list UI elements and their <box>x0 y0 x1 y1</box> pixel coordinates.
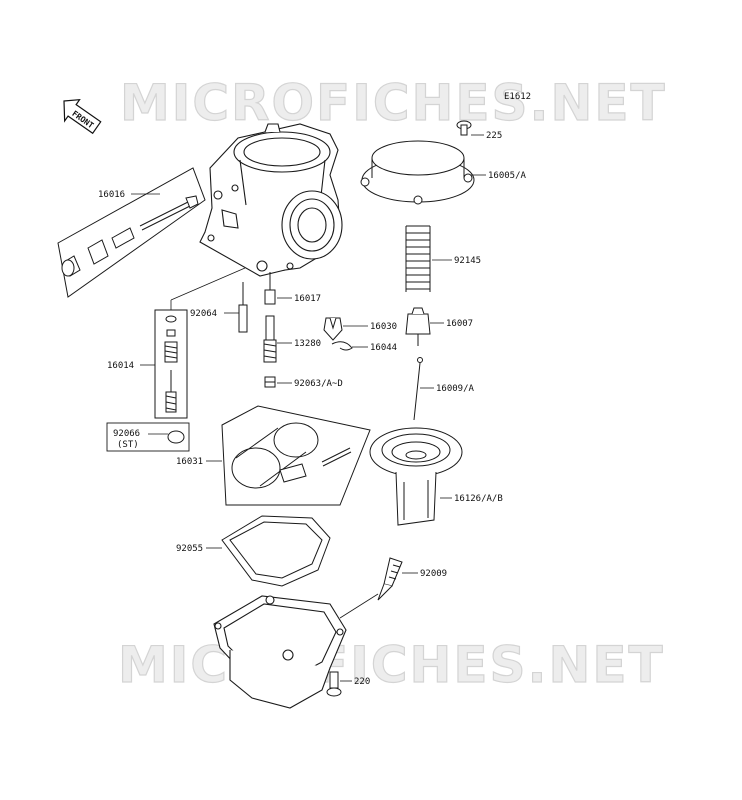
label-16044: 16044 <box>370 343 397 353</box>
label-16014: 16014 <box>107 361 134 371</box>
part-16016-group <box>57 167 206 298</box>
part-16005 <box>360 140 475 205</box>
float-bowl <box>213 595 347 709</box>
part-16044 <box>331 341 353 351</box>
label-16126: 16126/A/B <box>454 494 503 504</box>
watermark-top: MICROFICHES.NET <box>120 74 667 132</box>
label-16031: 16031 <box>176 457 203 467</box>
part-16017 <box>264 272 276 305</box>
label-16030: 16030 <box>370 322 397 332</box>
label-16016: 16016 <box>98 190 125 200</box>
label-92009: 92009 <box>420 569 447 579</box>
label-92055: 92055 <box>176 544 203 554</box>
label-92064: 92064 <box>190 309 217 319</box>
watermark-bottom: MICROFICHES.NET <box>118 636 665 694</box>
label-220: 220 <box>354 677 370 687</box>
label-16009: 16009/A <box>436 384 475 394</box>
label-16017: 16017 <box>294 294 321 304</box>
part-220 <box>326 671 342 697</box>
part-16031-group <box>221 405 371 506</box>
part-225 <box>456 120 472 136</box>
carburetor-body <box>199 123 343 277</box>
label-92066: 92066 <box>113 429 140 439</box>
part-16007 <box>405 307 431 346</box>
part-92055 <box>221 515 331 587</box>
label-16007: 16007 <box>446 319 473 329</box>
part-92066 <box>167 430 185 444</box>
part-92063 <box>264 376 276 388</box>
part-16126 <box>369 427 463 526</box>
label-92063: 92063/A~D <box>294 379 343 389</box>
part-16014-group <box>154 309 188 419</box>
leader-92009-bowl <box>339 593 379 619</box>
part-16009 <box>413 357 423 421</box>
part-92145 <box>405 225 431 292</box>
label-92066-st: (ST) <box>117 440 139 450</box>
label-92145: 92145 <box>454 256 481 266</box>
front-arrow-icon: FRONT <box>63 98 102 135</box>
part-92064 <box>238 282 248 333</box>
diagram-code: E1612 <box>504 92 531 102</box>
label-13280: 13280 <box>294 339 321 349</box>
part-92066-box <box>106 422 190 452</box>
label-16005: 16005/A <box>488 171 527 181</box>
part-13280 <box>263 315 277 363</box>
part-16030 <box>323 317 343 341</box>
label-225: 225 <box>486 131 502 141</box>
leader-16014-body <box>170 267 246 310</box>
part-92009 <box>377 557 403 601</box>
